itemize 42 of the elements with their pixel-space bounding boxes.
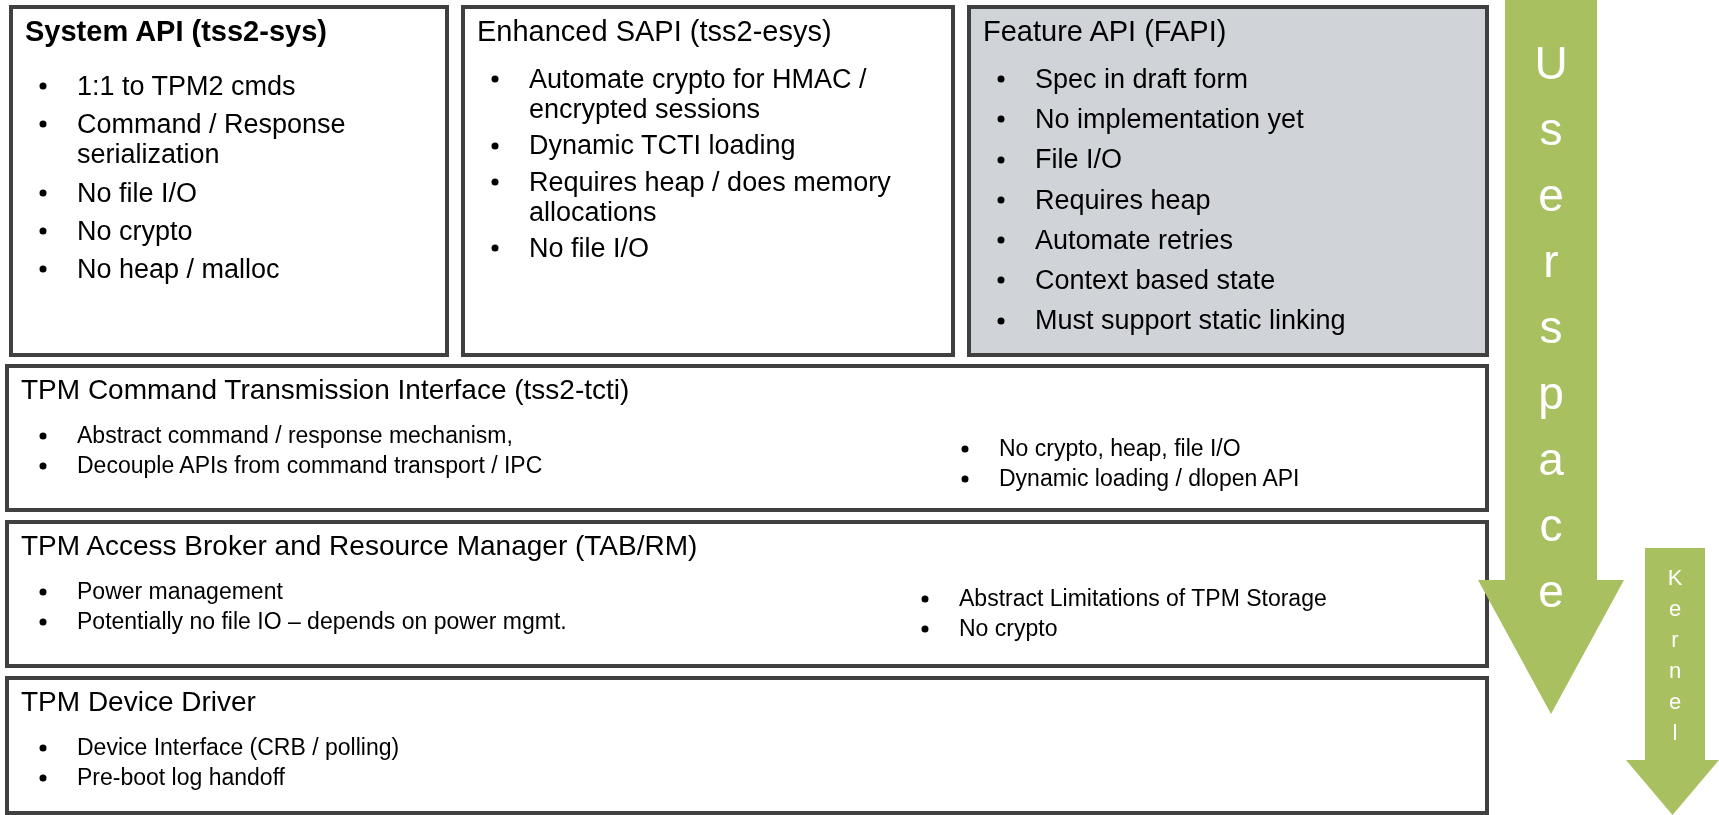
bullet-text: Dynamic loading / dlopen API bbox=[999, 464, 1300, 491]
bullet-text: No crypto, heap, file I/O bbox=[999, 435, 1241, 461]
layer-box bbox=[5, 520, 1489, 668]
bullet-text: Pre-boot log handoff bbox=[77, 763, 285, 790]
bullet-text: Device Interface (CRB / polling) bbox=[77, 734, 400, 760]
bullet-text: Must support static linking bbox=[1035, 305, 1346, 336]
down-arrow bbox=[1626, 548, 1719, 815]
layer-box bbox=[5, 676, 1489, 815]
layer-title: TPM Device Driver bbox=[21, 686, 256, 718]
bullet-text: Context based state bbox=[1035, 265, 1276, 296]
arrow-label: Userspace bbox=[1533, 36, 1569, 619]
bullet-text: Requires heap / does memory allocations bbox=[529, 166, 891, 227]
bullet-text: File I/O bbox=[1035, 144, 1122, 175]
bullet-text: Power management bbox=[77, 578, 283, 604]
layer-title: Feature API (FAPI) bbox=[983, 15, 1227, 48]
bullet-text: No implementation yet bbox=[1035, 104, 1304, 135]
layer-title: TPM Access Broker and Resource Manager (TAB/RM) bbox=[21, 530, 698, 562]
bullet-text: Abstract command / response mechanism, bbox=[77, 422, 513, 448]
layer-box bbox=[5, 364, 1489, 512]
bullet-text: No file I/O bbox=[529, 233, 650, 264]
bullet-text: Command / Response serialization bbox=[77, 109, 346, 170]
layer-title: TPM Command Transmission Interface (tss2-tcti) bbox=[21, 374, 630, 406]
layer-title: System API (tss2-sys) bbox=[25, 15, 327, 48]
bullet-text: No crypto bbox=[77, 215, 193, 246]
down-arrow bbox=[1478, 0, 1624, 714]
bullet-text: Abstract Limitations of TPM Storage bbox=[959, 585, 1327, 611]
layer-box bbox=[461, 5, 955, 357]
bullet-text: No heap / malloc bbox=[77, 254, 280, 285]
bullet-text: Dynamic TCTI loading bbox=[529, 130, 796, 161]
bullet-text: No crypto bbox=[959, 614, 1058, 641]
layer-title: Enhanced SAPI (tss2-esys) bbox=[477, 15, 832, 48]
bullet-text: Decouple APIs from command transport / IPC bbox=[77, 451, 543, 478]
layer-box bbox=[967, 5, 1489, 357]
bullet-text: 1:1 to TPM2 cmds bbox=[77, 71, 296, 101]
bullet-text: Automate retries bbox=[1035, 224, 1234, 255]
bullet-text: Automate crypto for HMAC / encrypted sessions bbox=[529, 64, 867, 125]
layer-box bbox=[9, 5, 449, 357]
bullet-text: No file I/O bbox=[77, 177, 198, 208]
arrow-label: Kernel bbox=[1666, 564, 1684, 747]
bullet-text: Requires heap bbox=[1035, 184, 1211, 215]
bullet-text: Potentially no file IO – depends on power mgmt. bbox=[77, 607, 567, 634]
bullet-text: Spec in draft form bbox=[1035, 64, 1249, 94]
